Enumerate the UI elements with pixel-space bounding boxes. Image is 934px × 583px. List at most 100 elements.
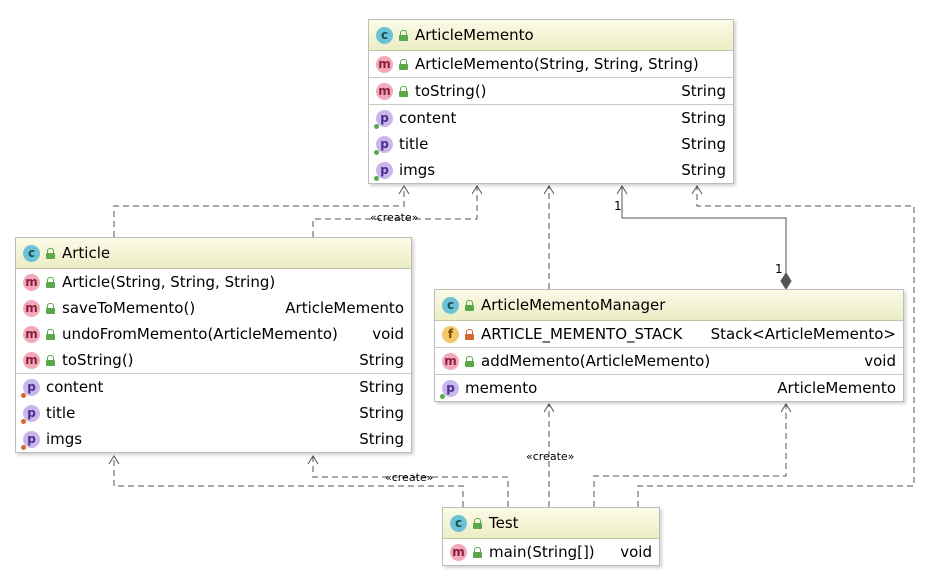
public-visibility-icon [398,58,409,70]
field-row[interactable]: p memento ArticleMemento [435,374,903,401]
class-article[interactable]: c Article m Article(String, String, Stri… [15,237,412,453]
field-row[interactable]: p content String [369,104,733,131]
field-row[interactable]: p content String [16,373,411,400]
member-name: Article(String, String, String) [62,273,276,291]
edge-article-memento-a [113,186,405,237]
class-icon: c [442,296,459,314]
member-name: toString() [415,82,487,100]
method-row[interactable]: m saveToMemento() ArticleMemento [16,295,411,321]
property-icon: p [21,404,40,424]
member-name: content [46,378,104,396]
class-test[interactable]: c Test m main(String[]) void [442,507,660,566]
class-header[interactable]: c Article [16,238,411,269]
member-name: saveToMemento() [62,299,196,317]
member-type: void [372,325,404,343]
method-row[interactable]: m ArticleMemento(String, String, String) [369,51,733,77]
public-visibility-icon [45,247,56,259]
edge-article-memento-create [312,186,478,237]
public-visibility-icon [45,276,56,288]
member-name: content [399,109,457,127]
method-icon: m [450,543,467,561]
class-article-memento[interactable]: c ArticleMemento m ArticleMemento(String… [368,19,734,184]
class-icon: c [450,514,467,532]
public-visibility-icon [45,354,56,366]
member-type: String [359,378,404,396]
multiplicity-label: 1 [614,199,622,213]
method-icon: m [442,352,459,370]
public-visibility-icon [472,546,483,558]
field-row[interactable]: p title String [16,400,411,426]
method-row[interactable]: m Article(String, String, String) [16,269,411,295]
member-name: ARTICLE_MEMENTO_STACK [481,325,683,343]
member-name: title [399,135,429,153]
member-type: String [681,135,726,153]
arrowhead-memento-4 [616,185,628,195]
edge-composition [621,186,787,282]
method-icon: m [376,82,393,100]
class-name: ArticleMemento [415,26,534,44]
create-label: «create» [385,471,434,484]
composition-diamond [780,272,792,290]
public-visibility-icon [45,302,56,314]
field-row[interactable]: p title String [369,131,733,157]
member-type: ArticleMemento [777,379,896,397]
method-icon: m [376,55,393,73]
method-row[interactable]: m undoFromMemento(ArticleMemento) void [16,321,411,347]
arrowhead-memento-2 [471,185,483,195]
public-visibility-icon [464,299,475,311]
member-type: String [359,404,404,422]
arrowhead-article-1 [108,455,120,465]
method-icon: m [23,325,40,343]
arrowhead-manager-1 [543,403,555,413]
public-visibility-icon [472,517,483,529]
method-row[interactable]: m main(String[]) void [443,539,659,565]
public-visibility-icon [398,29,409,41]
method-icon: m [23,351,40,369]
class-name: Article [62,244,111,262]
edge-test-article-create [312,456,509,507]
class-article-memento-manager[interactable]: c ArticleMementoManager f ARTICLE_MEMENT… [434,289,904,402]
method-icon: m [23,299,40,317]
member-type: Stack<ArticleMemento> [710,325,896,343]
arrowhead-memento-5 [691,185,703,195]
arrowhead-manager-2 [780,403,792,413]
member-name: undoFromMemento(ArticleMemento) [62,325,338,343]
method-icon: m [23,273,40,291]
member-type: void [620,543,652,561]
class-name: ArticleMementoManager [481,296,666,314]
class-header[interactable]: c ArticleMemento [369,20,733,51]
public-visibility-icon [45,328,56,340]
field-row[interactable]: p imgs String [369,157,733,183]
method-row[interactable]: m toString() String [369,77,733,104]
arrowhead-article-2 [307,455,319,465]
class-header[interactable]: c Test [443,508,659,539]
member-name: toString() [62,351,134,369]
constant-row[interactable]: f ARTICLE_MEMENTO_STACK Stack<ArticleMem… [435,321,903,347]
class-icon: c [376,26,393,44]
member-name: memento [465,379,538,397]
member-name: main(String[]) [489,543,595,561]
property-icon: p [21,378,40,398]
class-header[interactable]: c ArticleMementoManager [435,290,903,321]
property-icon: p [374,109,393,129]
arrowhead-memento-3 [543,185,555,195]
property-icon: p [440,379,459,399]
private-visibility-icon [464,328,475,340]
property-icon: p [374,135,393,155]
arrowhead-memento-1 [398,185,410,195]
public-visibility-icon [464,355,475,367]
member-type: String [359,430,404,448]
method-row[interactable]: m toString() String [16,347,411,373]
edge-test-article-a [113,456,464,507]
member-type: String [681,161,726,179]
member-name: imgs [46,430,83,448]
public-visibility-icon [398,85,409,97]
member-name: imgs [399,161,436,179]
member-type: void [864,352,896,370]
member-name: addMemento(ArticleMemento) [481,352,711,370]
multiplicity-label: 1 [775,262,783,276]
method-row[interactable]: m addMemento(ArticleMemento) void [435,347,903,374]
field-row[interactable]: p imgs String [16,426,411,452]
member-type: String [681,109,726,127]
